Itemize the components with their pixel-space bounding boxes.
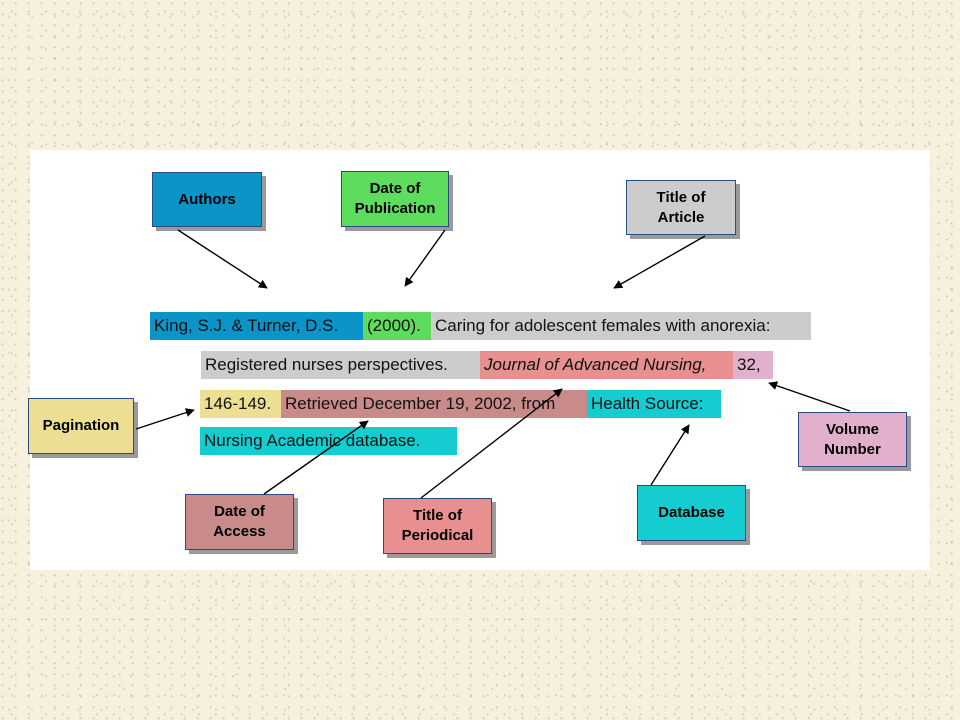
citation-retrieved: Retrieved December 19, 2002, from xyxy=(281,390,587,418)
title-of-periodical-label: Title of Periodical xyxy=(383,498,492,554)
database-arrow xyxy=(650,424,690,486)
citation-database-line2: Nursing Academic database. xyxy=(200,427,457,455)
date-of-publication-label: Date of Publication xyxy=(341,171,449,227)
citation-volume: 32, xyxy=(733,351,773,379)
database-label: Database xyxy=(637,485,746,541)
citation-article-title-line1: Caring for adolescent females with anore… xyxy=(431,312,811,340)
citation-pages: 146-149. xyxy=(200,390,281,418)
citation-periodical: Journal of Advanced Nursing, xyxy=(480,351,733,379)
date-of-access-arrow xyxy=(263,420,369,495)
citation-database-line1: Health Source: xyxy=(587,390,721,418)
volume-number-arrow xyxy=(768,381,851,412)
authors-arrow xyxy=(177,229,268,289)
volume-number-label: Volume Number xyxy=(798,412,907,467)
citation-article-title-line2: Registered nurses perspectives. xyxy=(201,351,480,379)
pagination-arrow xyxy=(135,408,195,430)
title-of-article-arrow xyxy=(613,235,706,289)
title-of-periodical-arrow xyxy=(420,388,563,499)
citation-year: (2000). xyxy=(363,312,431,340)
date-of-publication-arrow xyxy=(404,229,446,287)
authors-label: Authors xyxy=(152,172,262,227)
date-of-access-label: Date of Access xyxy=(185,494,294,550)
citation-authors: King, S.J. & Turner, D.S. xyxy=(150,312,363,340)
title-of-article-label: Title of Article xyxy=(626,180,736,235)
pagination-label: Pagination xyxy=(28,398,134,454)
